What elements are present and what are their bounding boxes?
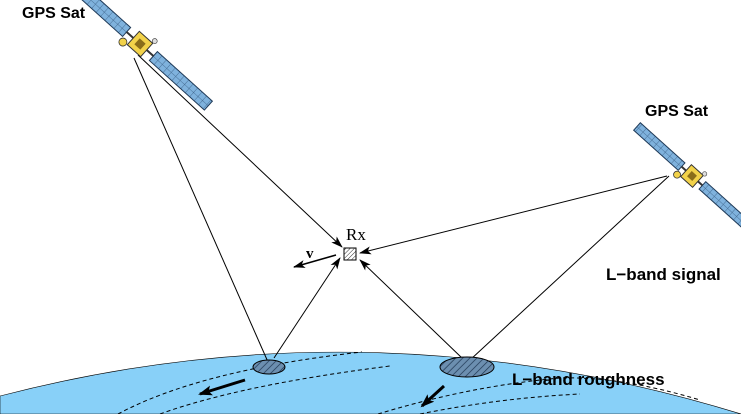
- surface-motion-arrow-left: [198, 378, 246, 396]
- specular-footprint-icon: [439, 356, 495, 378]
- ground-tracks: [117, 351, 701, 414]
- reflected-ray-left: [273, 257, 341, 359]
- satellite-icon: [66, 0, 214, 111]
- surface-motion-arrow-right: [420, 384, 446, 408]
- label-lband-roughness: L−band roughness: [512, 370, 665, 389]
- signal-paths: [133, 54, 670, 363]
- label-lband-signal: L−band signal: [606, 265, 721, 284]
- velocity-arrow: [293, 254, 337, 268]
- direct-ray-right: [359, 175, 668, 255]
- direct-ray-left: [137, 54, 343, 248]
- ocean-surface: [0, 351, 741, 414]
- label-gps-sat-left: GPS Sat: [22, 5, 86, 22]
- label-gps-sat-right: GPS Sat: [645, 103, 709, 120]
- incident-ray-right: [469, 175, 670, 361]
- receiver-box-icon: [343, 247, 357, 261]
- label-receiver: Rx: [346, 225, 366, 244]
- incident-ray-left: [133, 57, 269, 363]
- satellite-icon: [632, 122, 741, 230]
- reflected-ray-right: [359, 259, 463, 359]
- label-velocity: v: [306, 246, 314, 262]
- specular-footprint-icon: [252, 359, 286, 375]
